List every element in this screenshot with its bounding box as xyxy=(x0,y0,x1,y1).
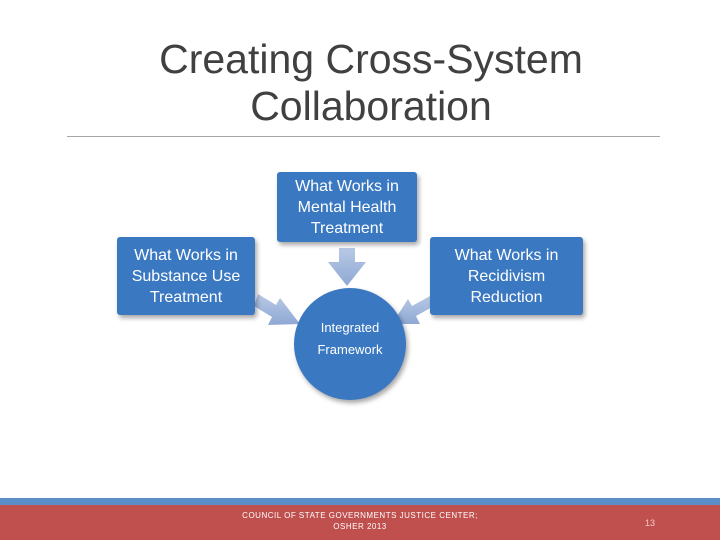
title-line-1: Creating Cross-System xyxy=(159,36,583,82)
footer-line-2: OSHER 2013 xyxy=(333,522,387,531)
title-line-2: Collaboration xyxy=(250,83,492,129)
footer-line-1: COUNCIL OF STATE GOVERNMENTS JUSTICE CEN… xyxy=(242,511,478,520)
page-number: 13 xyxy=(644,518,655,528)
mental-health-line-1: What Works in xyxy=(295,177,399,195)
center-line-2: Framework xyxy=(317,342,383,357)
arrow-down-icon xyxy=(328,248,366,286)
slide-title: Creating Cross-System Collaboration xyxy=(60,36,682,130)
center-line-1: Integrated xyxy=(320,320,380,335)
recidivism-line-1: What Works in xyxy=(454,246,559,264)
substance-use-box: What Works in Substance Use Treatment xyxy=(117,237,255,315)
substance-use-line-1: What Works in xyxy=(134,246,238,264)
recidivism-line-3: Reduction xyxy=(470,288,543,306)
integrated-framework-circle: Integrated Framework xyxy=(294,288,406,400)
footer-credit: COUNCIL OF STATE GOVERNMENTS JUSTICE CEN… xyxy=(200,510,520,532)
substance-use-line-3: Treatment xyxy=(149,288,223,306)
title-divider xyxy=(67,136,660,137)
footer-band xyxy=(0,505,720,540)
mental-health-line-3: Treatment xyxy=(310,219,384,237)
mental-health-box: What Works in Mental Health Treatment xyxy=(277,172,417,242)
mental-health-line-2: Mental Health xyxy=(297,198,397,216)
arrow-right-icon xyxy=(254,294,300,325)
recidivism-line-2: Recidivism xyxy=(467,267,546,285)
substance-use-line-2: Substance Use xyxy=(131,267,241,285)
recidivism-box: What Works in Recidivism Reduction xyxy=(430,237,583,315)
footer-accent-line xyxy=(0,498,720,505)
